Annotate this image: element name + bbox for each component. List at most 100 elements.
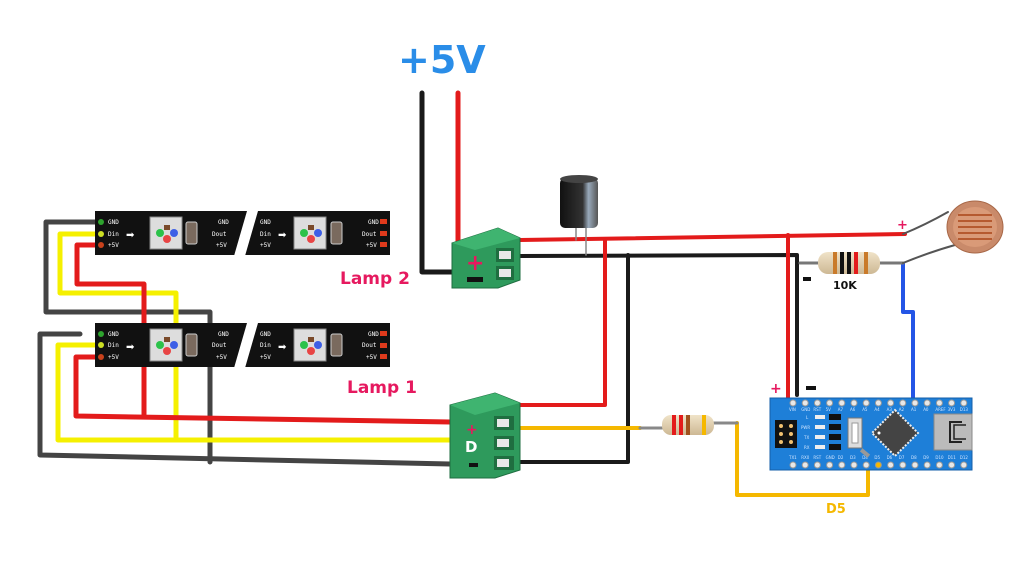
wire-orange-d5 xyxy=(735,421,870,497)
nano-pin-d10 xyxy=(935,461,943,469)
nano-plus-sign: + xyxy=(770,381,782,397)
svg-text:GND: GND xyxy=(368,331,379,338)
svg-text:+5V: +5V xyxy=(366,242,377,249)
svg-text:GND: GND xyxy=(218,219,229,226)
nano-pin-d3 xyxy=(850,461,858,469)
nano-pin-d9 xyxy=(923,461,931,469)
svg-text:+5V: +5V xyxy=(216,354,227,361)
svg-text:+5V: +5V xyxy=(260,242,271,249)
svg-text:GND: GND xyxy=(260,331,271,338)
nano-pin-5v-label: 5V xyxy=(826,407,832,412)
nano-pin-d9-label: D9 xyxy=(923,455,929,460)
nano-pin-a1 xyxy=(911,399,919,407)
svg-text:Din: Din xyxy=(108,342,119,349)
led-segment: GND Din +5V ➡ GND Dout +5V xyxy=(260,328,387,362)
resistor-value-label: 10K xyxy=(833,279,857,292)
nano-pin-aref xyxy=(935,399,943,407)
nano-pin-d5 xyxy=(874,461,882,469)
nano-pin-rx0 xyxy=(801,461,809,469)
nano-pin-5v xyxy=(826,399,834,407)
svg-text:GND: GND xyxy=(368,219,379,226)
nano-pin-d6 xyxy=(887,461,895,469)
wire-bus-red xyxy=(518,232,907,242)
svg-text:GND: GND xyxy=(108,331,119,338)
svg-text:GND: GND xyxy=(108,219,119,226)
resistor-10k: 10K xyxy=(803,252,880,292)
led-segment: GND Din +5V ➡ GND Dout +5V xyxy=(260,216,387,250)
wire-red-lampterm xyxy=(518,238,607,407)
nano-pin-d2 xyxy=(838,461,846,469)
arrow-right-icon: ➡ xyxy=(278,342,287,353)
svg-text:+: + xyxy=(466,422,478,438)
wire-lamp1-din xyxy=(55,342,453,443)
nano-pin-rst-label: RST xyxy=(813,455,821,460)
photoresistor xyxy=(946,200,1004,254)
svg-text:TX: TX xyxy=(803,435,809,440)
data-pin-label: D5 xyxy=(826,502,846,517)
svg-text:RX: RX xyxy=(804,445,810,450)
nano-pin-d13 xyxy=(960,399,968,407)
nano-pin-3v3-label: 3V3 xyxy=(948,407,956,412)
nano-pin-d12-label: D12 xyxy=(960,455,969,460)
svg-text:L: L xyxy=(806,415,809,420)
wire-lamp1-gnd xyxy=(37,331,453,467)
lamp-2-label: Lamp 2 xyxy=(340,269,410,289)
nano-pin-rst xyxy=(813,461,821,469)
svg-text:GND: GND xyxy=(260,219,271,226)
svg-text:+5V: +5V xyxy=(260,354,271,361)
svg-text:Dout: Dout xyxy=(212,231,227,238)
svg-text:Dout: Dout xyxy=(362,231,377,238)
nano-pin-d3-label: D3 xyxy=(850,455,856,460)
lamp-2-strip: GND Din +5V ➡ GND Dout +5V GND Din +5V ➡… xyxy=(95,211,390,256)
ldr-plus-sign: + xyxy=(897,218,908,233)
nano-pin-a1-label: A1 xyxy=(911,407,917,412)
lamp-1-label: Lamp 1 xyxy=(347,378,417,398)
nano-pin-3v3 xyxy=(948,399,956,407)
nano-pin-a7 xyxy=(838,399,846,407)
arrow-right-icon: ➡ xyxy=(278,230,287,241)
nano-pin-d5-label: D5 xyxy=(874,455,880,460)
nano-pin-a6 xyxy=(850,399,858,407)
wire-5v-black xyxy=(419,90,469,275)
nano-pin-d7-label: D7 xyxy=(899,455,905,460)
nano-pin-d2-label: D2 xyxy=(838,455,844,460)
nano-pin-rst-label: RST xyxy=(813,407,821,412)
nano-pin-a5-label: A5 xyxy=(862,407,868,412)
nano-pin-a4 xyxy=(874,399,882,407)
wire-lamp1-5v xyxy=(73,354,453,425)
svg-text:Dout: Dout xyxy=(362,342,377,349)
nano-pin-rst xyxy=(813,399,821,407)
nano-pin-tx1-label: TX1 xyxy=(788,455,797,460)
svg-text:D: D xyxy=(465,438,477,456)
nano-pin-d7 xyxy=(899,461,907,469)
nano-pin-a2 xyxy=(899,399,907,407)
nano-pin-d4-label: D4 xyxy=(862,455,868,460)
nano-pin-gnd-label: GND xyxy=(801,407,810,412)
nano-pin-d8-label: D8 xyxy=(911,455,917,460)
wire-bus-black xyxy=(518,253,799,397)
wire-ldr-lead-1 xyxy=(902,211,949,235)
svg-text:+5V: +5V xyxy=(108,354,119,361)
data-resistor xyxy=(662,415,714,435)
svg-text:PWR: PWR xyxy=(801,425,810,430)
svg-text:Din: Din xyxy=(260,342,271,349)
nano-pin-d6-label: D6 xyxy=(887,455,893,460)
nano-pin-d11 xyxy=(948,461,956,469)
power-terminal-block: + xyxy=(451,227,521,289)
nano-pin-gnd xyxy=(801,399,809,407)
svg-text:+5V: +5V xyxy=(366,354,377,361)
svg-text:Dout: Dout xyxy=(212,342,227,349)
nano-pin-a5 xyxy=(862,399,870,407)
wire-blue-a0 xyxy=(901,262,915,400)
wire-black-lampterm xyxy=(518,253,630,464)
arrow-right-icon: ➡ xyxy=(126,342,135,353)
nano-pin-d13-label: D13 xyxy=(960,407,969,412)
nano-pin-a0-label: A0 xyxy=(923,407,929,412)
nano-minus-sign xyxy=(806,386,816,390)
nano-pin-a4-label: A4 xyxy=(874,407,880,412)
nano-pin-d8 xyxy=(911,461,919,469)
nano-pin-d12 xyxy=(960,461,968,469)
lamp-terminal-block: + D xyxy=(449,392,521,479)
svg-text:GND: GND xyxy=(218,331,229,338)
